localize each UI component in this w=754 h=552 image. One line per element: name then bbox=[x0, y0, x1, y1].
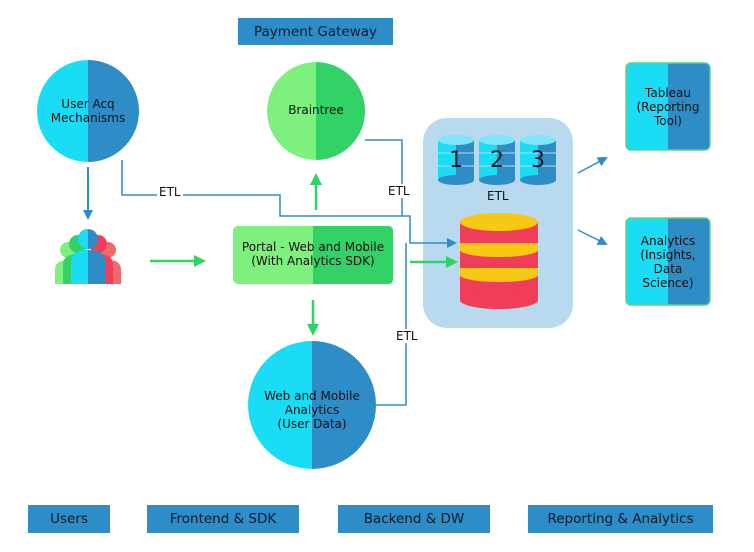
payment-gateway-label: Payment Gateway bbox=[238, 18, 393, 45]
analytics-label: Analytics (Insights, Data Science) bbox=[640, 234, 696, 290]
footer-reporting-label: Reporting & Analytics bbox=[528, 505, 713, 533]
arrow-to-analytics bbox=[577, 229, 608, 245]
portal-node bbox=[233, 226, 393, 284]
datasource-number-3: 3 bbox=[531, 148, 545, 174]
footer-backend-label: Backend & DW bbox=[338, 505, 490, 533]
arrow-to-tableau bbox=[577, 157, 608, 174]
tableau-node bbox=[625, 62, 711, 151]
analytics-node bbox=[625, 217, 711, 306]
web-analytics-label: Web and Mobile Analytics (User Data) bbox=[264, 389, 360, 431]
user-acq-label: User Acq Mechanisms bbox=[50, 97, 126, 125]
data-warehouse-icon bbox=[460, 213, 538, 309]
footer-users-label: Users bbox=[28, 505, 110, 533]
etl-label-top: ETL bbox=[157, 185, 183, 199]
connector-acq-etl bbox=[121, 160, 457, 248]
datasource-cylinder-3 bbox=[520, 135, 556, 185]
connector-braintree-etl bbox=[365, 139, 403, 216]
tableau-label: Tableau (Reporting Tool) bbox=[636, 86, 700, 128]
datasource-number-1: 1 bbox=[449, 148, 463, 174]
connector-analytics-etl bbox=[376, 243, 407, 406]
datasource-number-2: 2 bbox=[490, 148, 504, 174]
users-icon bbox=[55, 229, 121, 284]
datasource-cylinder-1 bbox=[438, 135, 474, 185]
portal-label: Portal - Web and Mobile (With Analytics … bbox=[241, 240, 385, 268]
etl-label-braintree: ETL bbox=[386, 184, 412, 198]
footer-frontend-label: Frontend & SDK bbox=[147, 505, 299, 533]
datasource-cylinder-2 bbox=[479, 135, 515, 185]
braintree-label: Braintree bbox=[288, 103, 344, 118]
etl-label-dw: ETL bbox=[487, 189, 509, 203]
etl-label-bottom: ETL bbox=[394, 329, 420, 343]
